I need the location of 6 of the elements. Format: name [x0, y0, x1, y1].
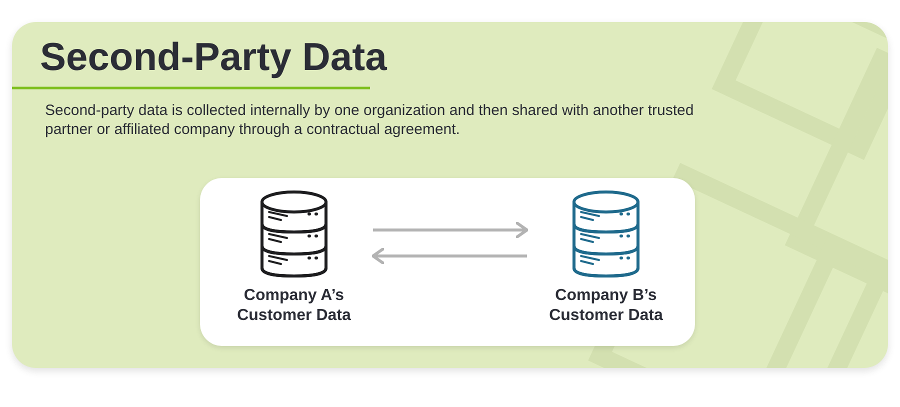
node-label: Company B’s Customer Data — [548, 286, 664, 326]
arrow — [372, 248, 527, 264]
description: Second-party data is collected internally by one organization and then shared with another trusted partner or affiliated company through a contractual agreement. — [45, 101, 695, 139]
node-label: Company A’s Customer Data — [236, 286, 352, 326]
title: Second-Party Data — [40, 36, 387, 80]
arrow — [373, 222, 528, 238]
